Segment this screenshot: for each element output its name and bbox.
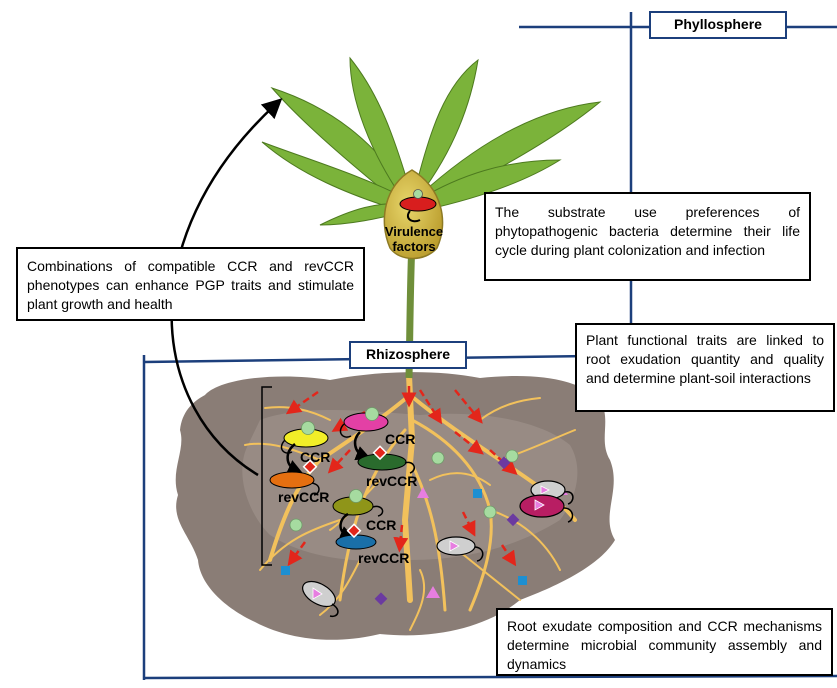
label-ccr-1: CCR	[300, 449, 330, 465]
label-factors: factors	[392, 239, 435, 254]
exudate-arrows	[285, 386, 518, 567]
ccr-pair-yellow	[269, 421, 329, 496]
metabolite-circles	[289, 449, 519, 532]
gray-bacteria	[302, 480, 574, 618]
label-revccr-3: revCCR	[358, 550, 409, 566]
label-virulence: Virulence	[385, 224, 443, 239]
plant-traits-textbox: Plant functional traits are linked to ro…	[575, 323, 835, 412]
virulence-bacterium	[399, 189, 437, 223]
label-revccr-1: revCCR	[278, 489, 329, 505]
ccr-pair-pink	[339, 407, 416, 474]
label-ccr-3: CCR	[366, 517, 396, 533]
phyto-textbox: The substrate use preferences of phytopa…	[484, 192, 811, 281]
metabolite-diamonds	[374, 456, 520, 606]
rhizosphere-tag: Rhizosphere	[349, 341, 467, 369]
label-revccr-2: revCCR	[366, 473, 417, 489]
combinations-textbox: Combinations of compatible CCR and revCC…	[16, 247, 365, 321]
seed-leaf	[383, 169, 444, 260]
ccr-pair-olive	[332, 489, 384, 550]
label-ccr-2: CCR	[385, 431, 415, 447]
metabolite-squares	[281, 489, 527, 585]
bacteria-bracket	[261, 386, 272, 566]
root-exudate-textbox: Root exudate composition and CCR mechani…	[496, 608, 833, 676]
phyllosphere-tag: Phyllosphere	[649, 11, 787, 39]
